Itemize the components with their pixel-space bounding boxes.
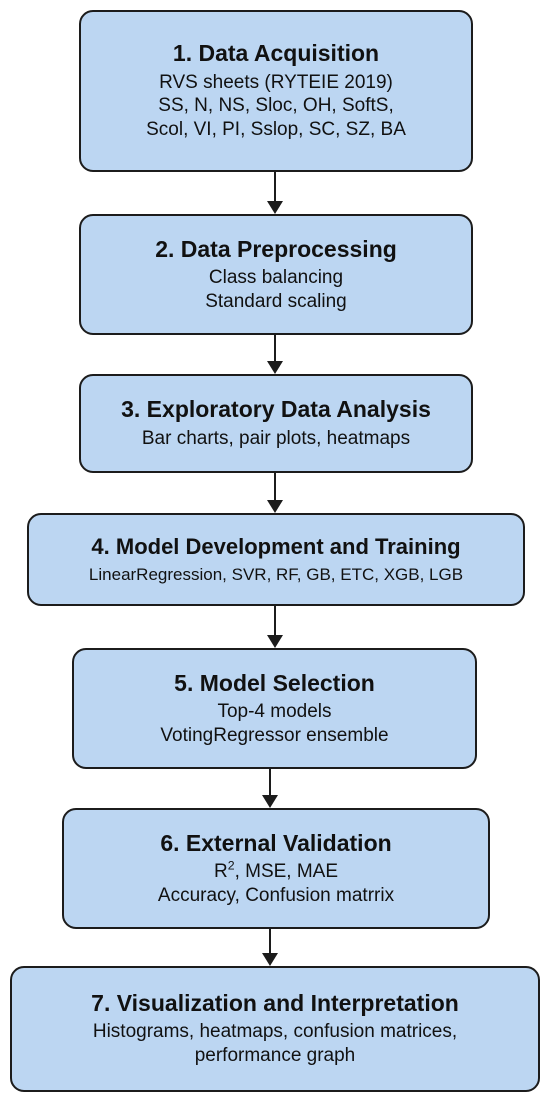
step-detail: Bar charts, pair plots, heatmaps	[141, 427, 411, 449]
step-detail: VotingRegressor ensemble	[160, 724, 389, 746]
step-title: 1. Data Acquisition	[172, 40, 380, 67]
step-title: 5. Model Selection	[174, 669, 375, 696]
step-detail: SS, N, NS, Sloc, OH, SoftS,	[158, 95, 394, 117]
step-detail: Standard scaling	[205, 290, 347, 312]
step-box-visualization: 7. Visualization and Interpretation Hist…	[10, 966, 540, 1092]
step-box-model-development: 4. Model Development and Training Linear…	[27, 513, 525, 606]
metric-r-exponent: 2	[227, 858, 235, 873]
step-detail: Scol, VI, PI, Sslop, SC, SZ, BA	[146, 119, 406, 141]
step-detail-metrics: R2, MSE, MAE	[213, 858, 339, 884]
flow-arrow	[260, 929, 280, 966]
metric-r: R	[213, 860, 228, 882]
flow-arrow	[265, 606, 285, 648]
step-box-data-preprocessing: 2. Data Preprocessing Class balancing St…	[79, 214, 473, 335]
step-detail: performance graph	[194, 1045, 356, 1067]
step-box-model-selection: 5. Model Selection Top-4 models VotingRe…	[72, 648, 477, 769]
step-box-data-acquisition: 1. Data Acquisition RVS sheets (RYTEIE 2…	[79, 10, 473, 172]
metric-rest: , MSE, MAE	[234, 860, 339, 882]
flow-arrow	[265, 335, 285, 374]
step-box-external-validation: 6. External Validation R2, MSE, MAE Accu…	[62, 808, 490, 929]
step-detail: RVS sheets (RYTEIE 2019)	[159, 71, 393, 93]
step-detail: Accuracy, Confusion matrrix	[157, 884, 395, 906]
step-title: 2. Data Preprocessing	[155, 235, 397, 262]
step-title: 4. Model Development and Training	[91, 534, 461, 560]
flow-arrow	[265, 473, 285, 513]
step-title: 7. Visualization and Interpretation	[91, 990, 459, 1017]
step-box-exploratory-data-analysis: 3. Exploratory Data Analysis Bar charts,…	[79, 374, 473, 473]
step-detail: Top-4 models	[217, 700, 332, 722]
step-title: 6. External Validation	[160, 829, 392, 856]
step-detail: Class balancing	[208, 266, 344, 288]
step-title: 3. Exploratory Data Analysis	[121, 396, 431, 423]
step-detail: Histograms, heatmaps, confusion matrices…	[92, 1021, 458, 1043]
flow-arrow	[265, 172, 285, 214]
step-detail: LinearRegression, SVR, RF, GB, ETC, XGB,…	[88, 564, 464, 584]
flow-arrow	[260, 769, 280, 808]
